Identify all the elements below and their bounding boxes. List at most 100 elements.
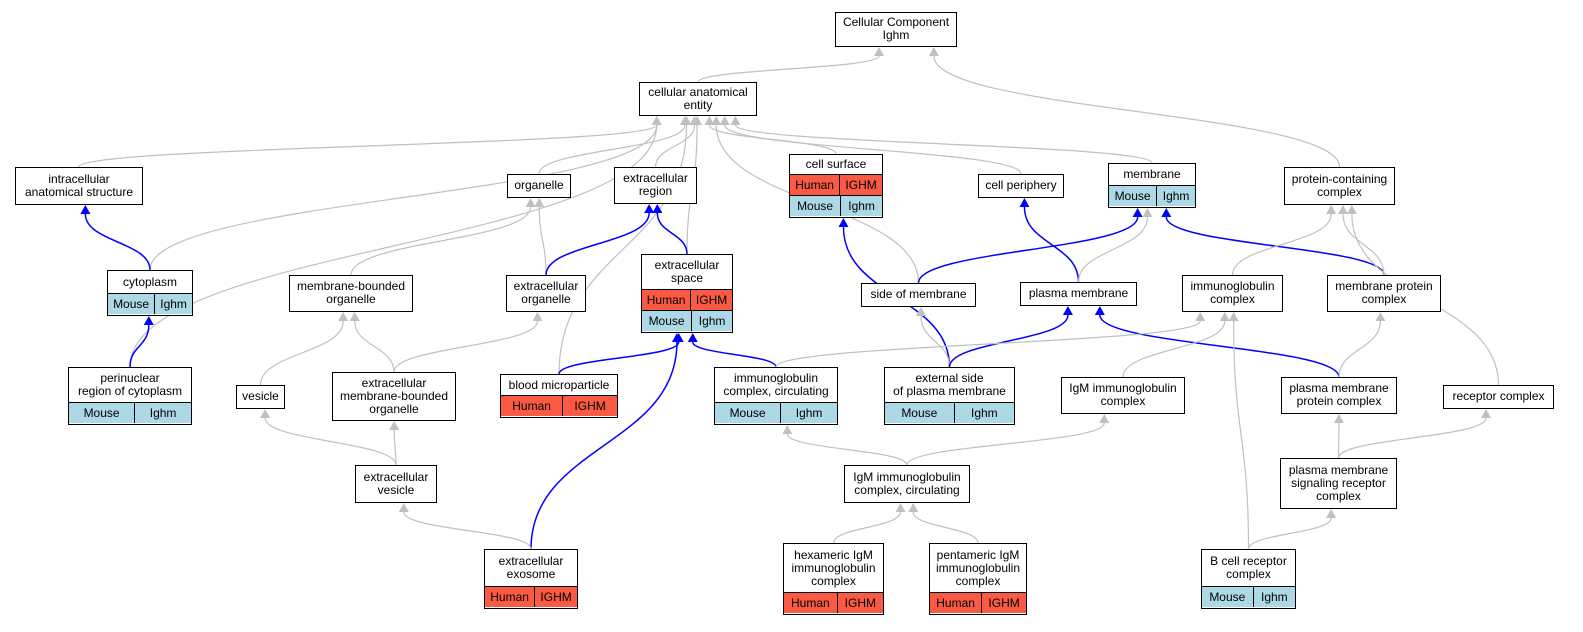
arrowhead [1346,205,1357,214]
edge-igm-to-igc [1122,320,1226,378]
arrowhead [1062,306,1073,315]
edge-bmp-to-ecs [558,341,680,375]
node-label: cytoplasm [122,274,178,289]
node-cae: cellular anatomical entity [639,82,757,116]
node-rc: receptor complex [1443,385,1554,409]
arrowhead [349,312,360,321]
node-igm: IgM immunoglobulin complex [1061,377,1185,414]
node-label: blood microparticle [508,377,610,392]
arrowhead [704,116,715,125]
arrowhead [928,47,939,56]
mouse-species-cell: Mouse [885,403,954,423]
node-ias: intracellular anatomical structure [15,167,143,205]
human-gene-cell: IGHM [836,593,883,613]
edge-organelle-to-cae [538,124,686,175]
arrowhead [874,47,885,56]
node-ves: vesicle [236,385,285,409]
edge-cp-to-cae [724,124,1022,175]
arrowhead [679,116,690,125]
node-label: immunoglobulin complex, circulating [723,371,829,398]
arrowhead [730,116,741,125]
edge-cyto-to-cae [149,124,658,271]
edge-ecr-to-cae [654,124,696,168]
arrowhead [1195,312,1206,321]
arrowhead [1132,208,1143,217]
node-label: membrane protein complex [1335,279,1433,306]
arrowhead [534,198,545,207]
node-pcc: protein-containing complex [1284,167,1395,205]
mouse-species-cell: Mouse [1202,587,1253,607]
node-label: plasma membrane protein complex [1289,381,1389,408]
mouse-gene-cell: Ighm [154,294,192,314]
human-gene-cell: IGHM [562,396,617,416]
node-label: extracellular space [654,258,720,285]
human-gene-cell: IGHM [690,290,732,310]
arrowhead [1375,312,1386,321]
arrowhead [671,333,682,342]
node-label: extracellular region [623,171,688,198]
edge-igc-to-pcc [1231,213,1332,276]
human-species-cell: Human [784,593,837,613]
edge-ecs-to-ecr [656,212,688,255]
node-label: membrane-bounded organelle [296,279,406,306]
mouse-species-cell: Mouse [69,403,135,423]
node-label: perinuclear region of cytoplasm [77,371,183,398]
arrowhead [260,409,271,418]
node-ecmbo: extracellular membrane-bounded organelle [332,372,456,421]
node-root: Cellular Component Ighm [835,12,957,47]
mouse-species-cell: Mouse [715,403,781,423]
arrowhead [915,307,926,316]
arrowhead [1326,509,1337,518]
node-label: organelle [514,178,564,192]
edge-cyto-to-ias [84,213,151,271]
node-pmsrc: plasma membrane signaling receptor compl… [1280,458,1397,509]
arrowhead [1219,312,1230,321]
human-species-cell: Human [930,593,982,613]
node-label: B cell receptor complex [1210,554,1287,581]
node-label: IgM immunoglobulin complex [1069,381,1177,408]
mouse-gene-cell: Ighm [691,311,732,331]
node-label: extracellular membrane-bounded organelle [339,375,449,416]
edge-ecv-to-ves [264,417,397,466]
human-species-cell: Human [642,290,691,310]
edge-ves-to-mbo [259,320,344,386]
edge-pm-to-cp [1023,206,1080,283]
edge-pmpc-to-pm [1099,314,1340,378]
node-cp: cell periphery [978,174,1064,198]
node-label: extracellular vesicle [363,469,429,497]
human-species-cell: Human [485,587,535,607]
node-label: cell periphery [985,178,1057,192]
edge-exo-to-ecs [530,341,678,550]
edge-igcc-to-igc [775,320,1201,368]
edge-ecv-to-ecmbo [393,429,397,466]
arrowhead [782,425,793,434]
human-species-cell: Human [501,396,563,416]
node-ecv: extracellular vesicle [355,465,437,503]
mouse-gene-cell: Ighm [1252,587,1295,607]
mouse-gene-cell: Ighm [134,403,191,423]
edge-exo-to-ecv [403,511,532,550]
node-label: hexameric IgM immunoglobulin complex [791,547,876,588]
node-ecr: extracellular region [614,167,697,204]
edge-pmpc-to-mpc [1338,320,1382,378]
arrowhead [389,421,400,430]
arrowhead [398,503,409,512]
arrowhead [895,503,906,512]
node-igmc: IgM immunoglobulin complex, circulating [844,465,970,503]
node-label: cellular anatomical entity [648,84,748,112]
arrowhead [1099,414,1110,423]
node-label: extracellular organelle [513,279,579,306]
edge-layer [78,47,1500,550]
edge-espm-to-som [920,315,951,368]
node-label: external side of plasma membrane [893,371,1006,398]
